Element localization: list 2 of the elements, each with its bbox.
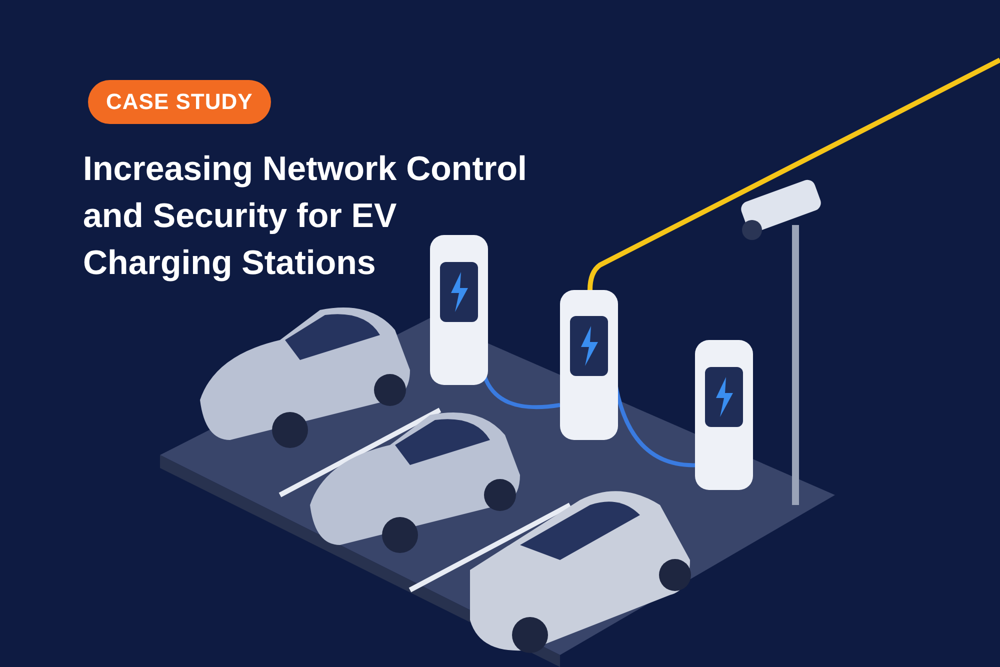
category-badge: CASE STUDY	[88, 80, 271, 124]
headline: Increasing Network Control and Security for EV Charging Stations	[83, 149, 528, 284]
